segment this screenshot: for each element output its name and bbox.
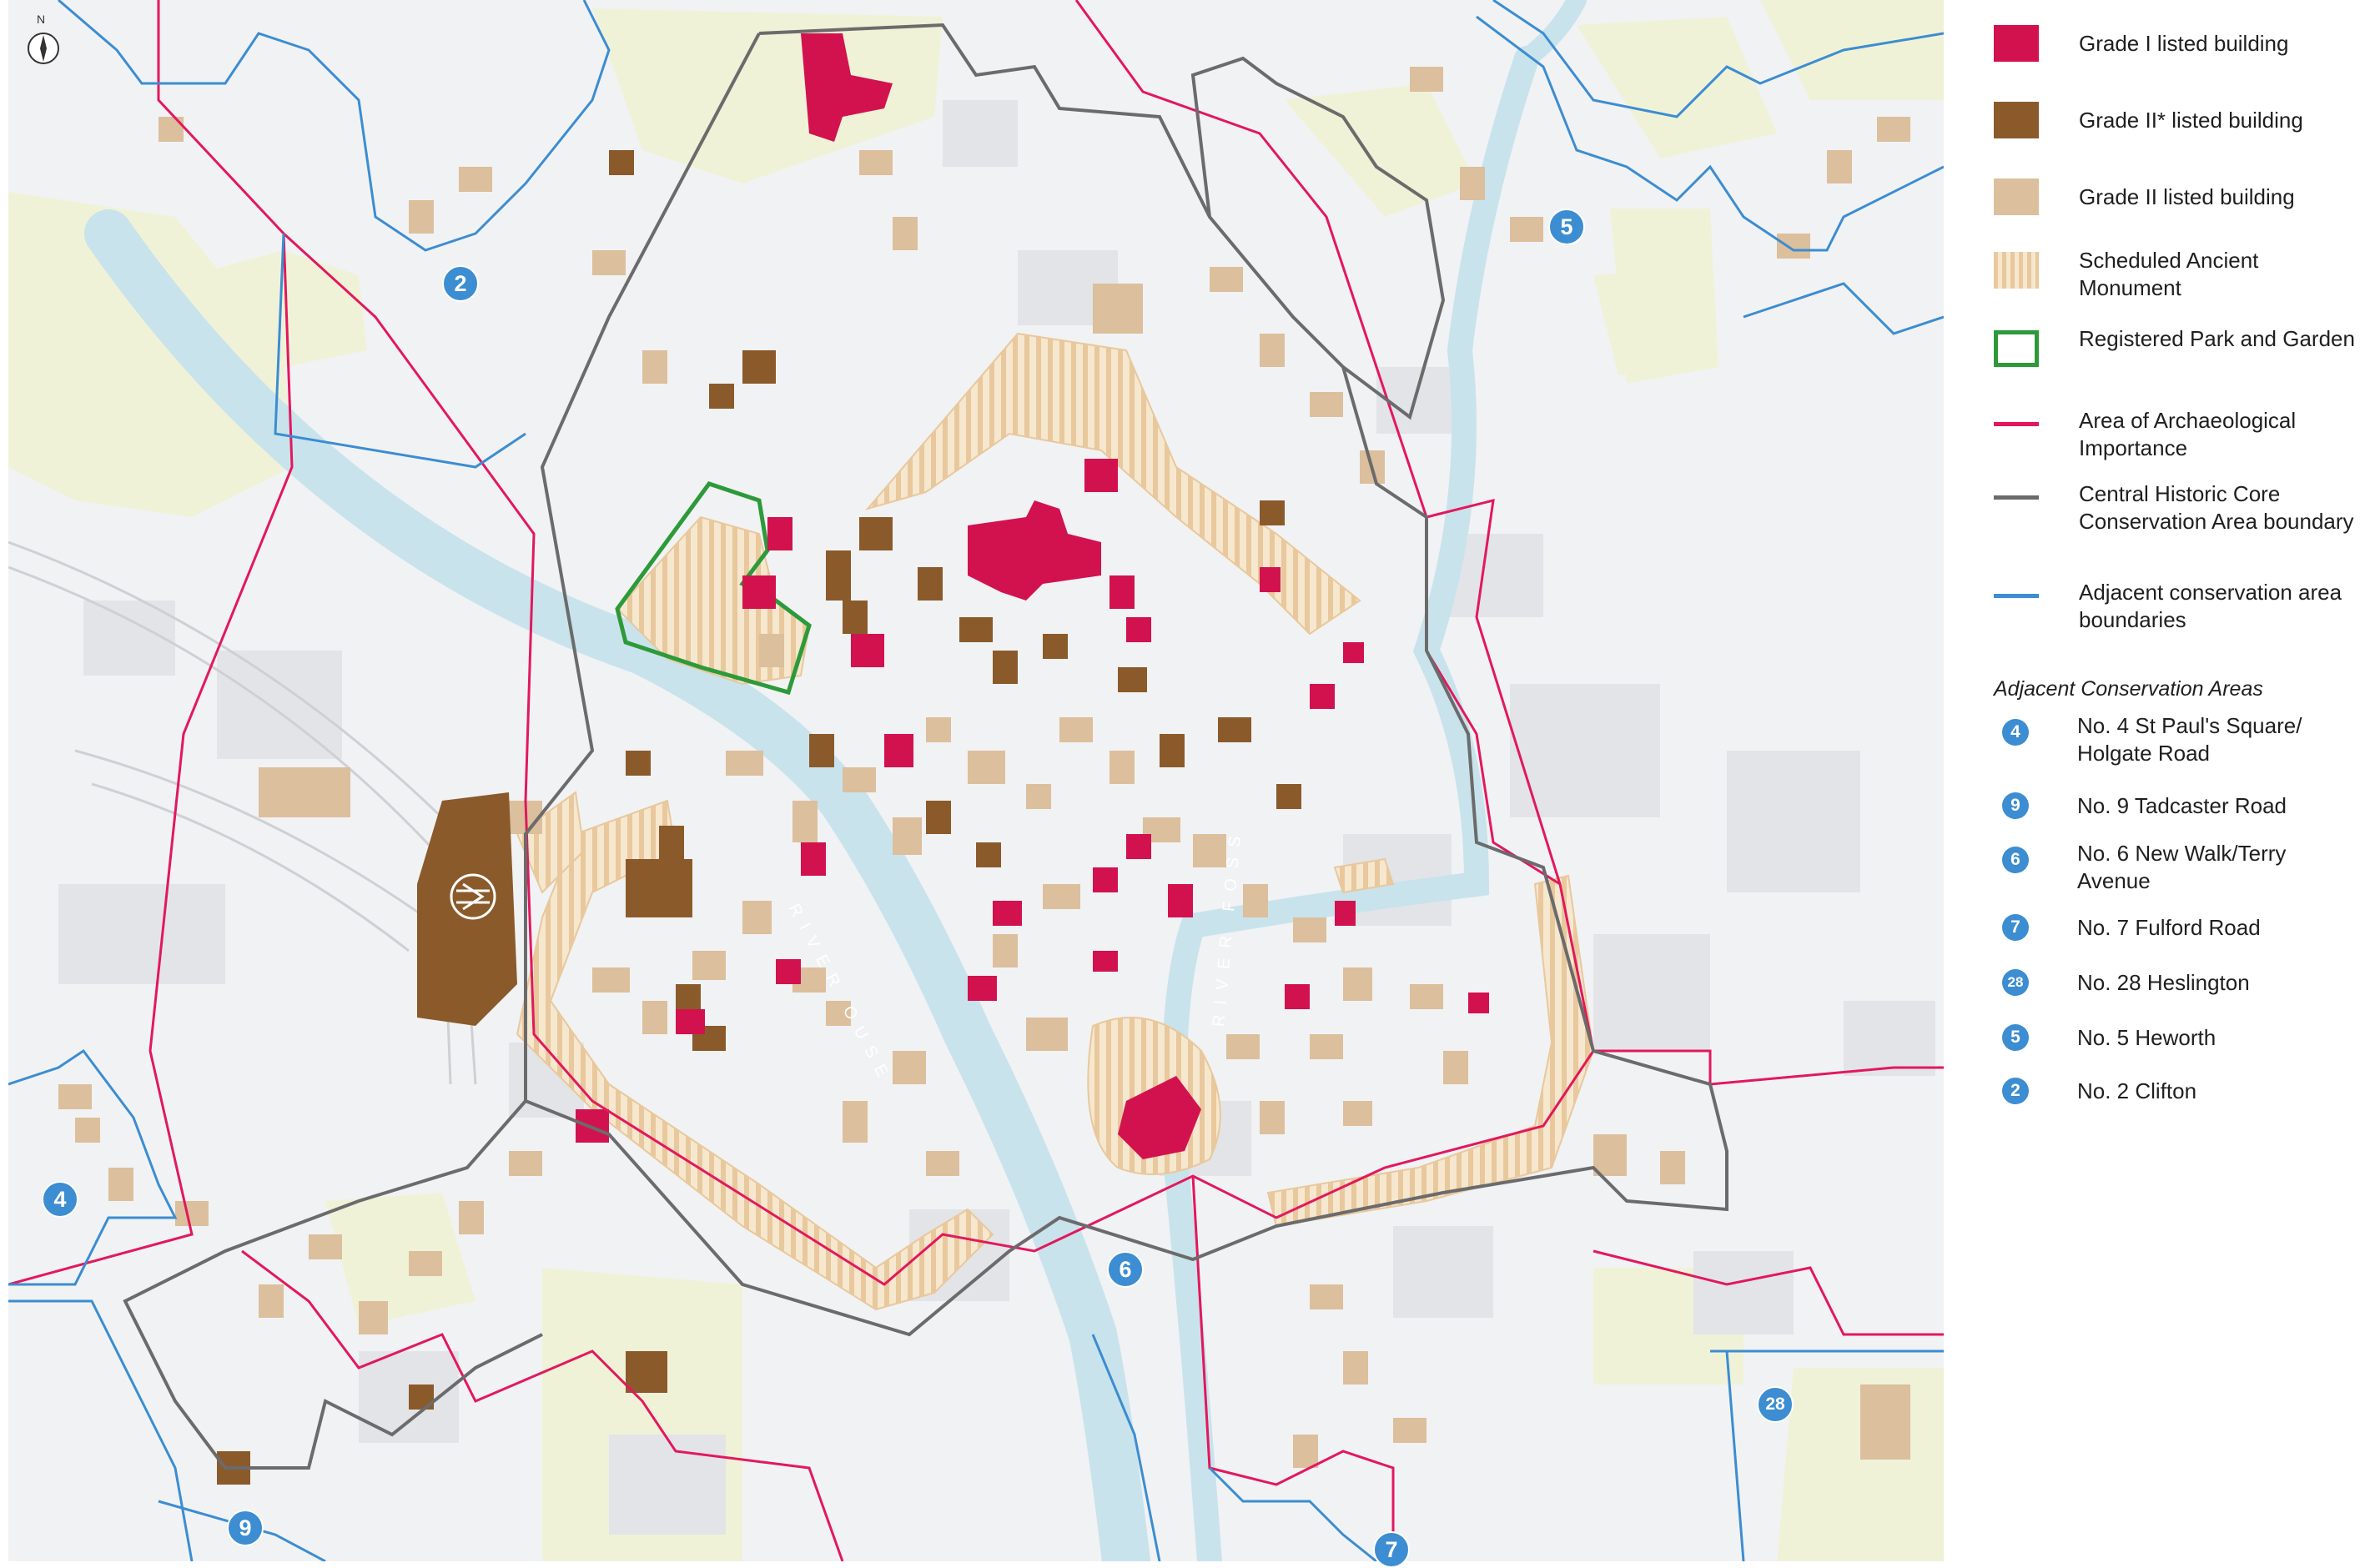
map-badge-heworth[interactable]: 5 [1548, 209, 1585, 245]
map-badge-new-walk[interactable]: 6 [1107, 1251, 1144, 1288]
grade-ii-buildings [58, 67, 1910, 1468]
legend-area-6: 6 No. 6 New Walk/Terry Avenue [1994, 841, 2361, 895]
legend-area-9: 9 No. 9 Tadcaster Road [1994, 792, 2361, 820]
legend-area-5: 5 No. 5 Heworth [1994, 1024, 2361, 1052]
legend-adjacent-boundary: Adjacent conservation area boundaries [1994, 579, 2362, 634]
grade-i-buildings [576, 33, 1489, 1159]
north-label: N [37, 13, 45, 26]
walls-southwest [516, 799, 994, 1311]
legend-grade-ii-star: Grade II* listed building [1994, 102, 2362, 138]
railway [8, 540, 477, 1085]
scheduled-swatch [1994, 252, 2039, 289]
scheduled-monuments [516, 332, 1595, 1311]
york-minster [968, 500, 1101, 601]
adjacent-boundaries [8, 0, 1944, 1561]
legend-area-2: 2 No. 2 Clifton [1994, 1078, 2361, 1105]
adjacent-boundary-swatch [1994, 594, 2039, 598]
city-blocks [58, 100, 1935, 1535]
north-arrow-icon: N [25, 12, 63, 70]
area-badge: 6 [2002, 847, 2029, 873]
legend-area-28: 28 No. 28 Heslington [1994, 969, 2361, 997]
cliffords-tower-buildings [1118, 1076, 1201, 1159]
map-badge-clifton[interactable]: 2 [442, 265, 479, 302]
station-icon [450, 873, 496, 920]
area-badge: 9 [2002, 792, 2029, 819]
registered-park [615, 481, 812, 696]
grade-i-swatch [1994, 25, 2039, 62]
legend-area-4: 4 No. 4 St Paul's Square/ Holgate Road [1994, 713, 2361, 767]
area-badge: 4 [2002, 719, 2029, 746]
map-badge-tadcaster[interactable]: 9 [227, 1510, 264, 1546]
adjacent-areas-title: Adjacent Conservation Areas [1994, 677, 2263, 701]
legend-core-boundary: Central Historic Core Conservation Area … [1994, 480, 2362, 535]
area-badge: 2 [2002, 1078, 2029, 1104]
core-boundary [123, 23, 1728, 1470]
map-badge-fulford[interactable]: 7 [1373, 1531, 1410, 1568]
legend-grade-i: Grade I listed building [1994, 25, 2362, 62]
area-badge: 28 [2002, 969, 2029, 996]
map-badge-heslington[interactable]: 28 [1757, 1386, 1794, 1423]
legend-registered-park: Registered Park and Garden [1994, 326, 2362, 367]
map-badge-st-pauls[interactable]: 4 [42, 1181, 78, 1218]
green-spaces [8, 0, 1944, 1561]
archaeology-swatch [1994, 422, 2039, 426]
conservation-map: N RIVER OUSE RIVER FOSS 2 5 4 6 9 7 28 [8, 0, 1944, 1568]
minster-walls [865, 332, 1361, 636]
legend-grade-ii: Grade II listed building [1994, 178, 2362, 215]
legend-archaeology: Area of Archaeological Importance [1994, 407, 2362, 462]
legend-scheduled-monument: Scheduled Ancient Monument [1994, 248, 2362, 302]
river-foss [1161, 46, 1539, 1561]
area-badge: 7 [2002, 914, 2029, 941]
map-canvas [8, 0, 1944, 1561]
legend-area-7: 7 No. 7 Fulford Road [1994, 914, 2361, 942]
area-badge: 5 [2002, 1024, 2029, 1051]
grade-ii-star-swatch [1994, 102, 2039, 138]
park-swatch [1994, 330, 2039, 367]
core-boundary-swatch [1994, 495, 2039, 500]
grade-ii-swatch [1994, 178, 2039, 215]
